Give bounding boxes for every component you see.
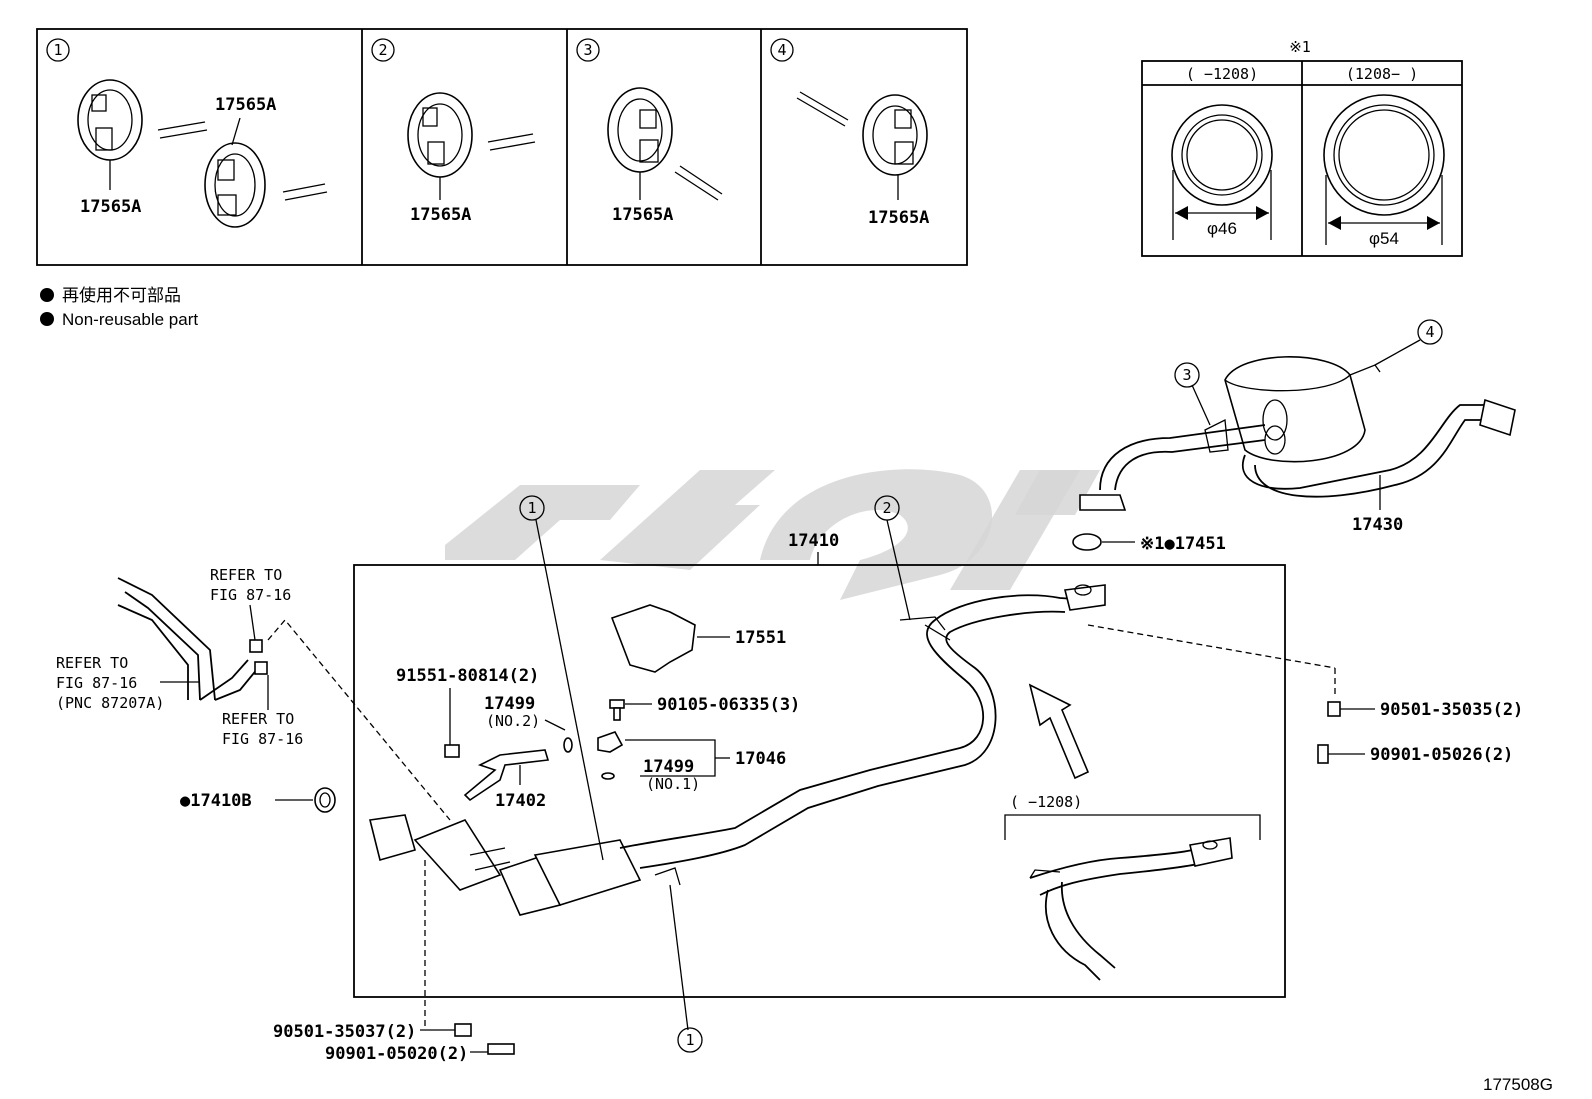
callout-1: 1 [519, 495, 545, 521]
refer-note-2-line2: FIG 87-16 [56, 674, 137, 692]
gasket-17451-icon [1072, 533, 1102, 551]
part-label-17551: 17551 [735, 628, 786, 648]
gasket-ring-large-icon [1323, 94, 1445, 216]
refer-note-2-line1: REFER TO [56, 654, 128, 672]
part-label-91551-80814: 91551-80814(2) [396, 666, 539, 686]
part-label-17499-no2: 17499 [484, 694, 535, 714]
gasket-note-mark: ※1 [1289, 38, 1311, 56]
part-label-17499-no1: 17499 [643, 757, 694, 777]
part-label-17565a: 17565A [80, 197, 141, 217]
bolt-icon [609, 699, 625, 721]
screw-icon [444, 744, 460, 758]
panel-3-number: 3 [576, 38, 600, 62]
variant-range-label: ( −1208) [1010, 793, 1082, 811]
part-label-17410: 17410 [788, 531, 839, 551]
bracket-17046-icon [597, 731, 624, 753]
part-label-17430: 17430 [1352, 515, 1403, 535]
refer-note-1-line2: FIG 87-16 [210, 586, 291, 604]
part-label-90901-05026: 90901-05026(2) [1370, 745, 1513, 765]
part-label-90501-35037: 90501-35037(2) [273, 1022, 416, 1042]
gasket-left-diameter: φ46 [1207, 219, 1237, 238]
callout-4: 4 [1417, 319, 1443, 345]
svg-text:3: 3 [1182, 366, 1191, 384]
label-no1: (NO.1) [646, 775, 700, 793]
svg-text:1: 1 [527, 499, 536, 517]
gasket-17499-no1-icon [601, 772, 615, 780]
gasket-right-header: (1208− ) [1346, 65, 1418, 83]
front-pipe-assembly-box [353, 564, 1286, 998]
legend: 再使用不可部品 Non-reusable part [40, 285, 198, 329]
hanger-rod-icon [487, 133, 536, 151]
bolt-icon [1317, 744, 1329, 764]
rubber-hanger-icon [204, 142, 266, 228]
panel-2-number: 2 [371, 38, 395, 62]
front-exhaust-pipe [369, 584, 1106, 916]
part-label-90901-05020: 90901-05020(2) [325, 1044, 468, 1064]
svg-text:3: 3 [583, 41, 592, 59]
refer-note-1-line1: REFER TO [210, 566, 282, 584]
spring-icon [454, 1023, 472, 1037]
bolt-icon [487, 1043, 515, 1055]
part-label-17402: 17402 [495, 791, 546, 811]
spring-icon [1327, 701, 1341, 717]
legend-english: Non-reusable part [62, 310, 198, 329]
part-label-17565a: 17565A [612, 205, 673, 225]
gasket-right-diameter: φ54 [1369, 229, 1399, 248]
gasket-box: ※1 ( −1208) (1208− ) φ46 φ54 [1141, 38, 1463, 257]
rubber-hanger-icon [862, 94, 928, 176]
figure-code: 177508G [1483, 1075, 1553, 1094]
exhaust-manifold-pipes [117, 577, 268, 701]
refer-note-2-line3: (PNC 87207A) [56, 694, 164, 712]
part-label-90105-06335: 90105-06335(3) [657, 695, 800, 715]
gasket-17410b-icon [314, 787, 336, 813]
sensor-bracket-17402-icon [463, 749, 550, 802]
gasket-17499-no2-icon [563, 737, 573, 753]
rubber-hanger-icon [77, 79, 143, 161]
watermark-logo [445, 469, 1100, 600]
refer-note-3-line1: REFER TO [222, 710, 294, 728]
gasket-ring-small-icon [1171, 104, 1273, 206]
svg-text:1: 1 [685, 1031, 694, 1049]
part-label-17565a: 17565A [868, 208, 929, 228]
svg-text:2: 2 [882, 499, 891, 517]
heat-insulator-17551-icon [610, 604, 696, 673]
callout-1-lower: 1 [677, 1027, 703, 1053]
svg-text:1: 1 [53, 41, 62, 59]
part-label-90501-35035: 90501-35035(2) [1380, 700, 1523, 720]
callout-3: 3 [1174, 362, 1200, 388]
tail-pipe-muffler-assembly [1079, 356, 1516, 511]
svg-text:2: 2 [378, 41, 387, 59]
part-label-17451: ※1●17451 [1140, 534, 1226, 554]
part-label-17565a: 17565A [410, 205, 471, 225]
hanger-box: 1 2 3 4 [36, 28, 968, 266]
hanger-rod-icon [282, 183, 328, 201]
hanger-rod-icon [674, 165, 723, 201]
rubber-hanger-icon [607, 87, 673, 173]
svg-text:4: 4 [1425, 323, 1434, 341]
label-no2: (NO.2) [486, 712, 540, 730]
hanger-rod-icon [157, 121, 208, 139]
part-label-17565a: 17565A [215, 95, 276, 115]
panel-4-number: 4 [770, 38, 794, 62]
part-label-17410b: ●17410B [180, 791, 252, 811]
gasket-left-header: ( −1208) [1186, 65, 1258, 83]
hanger-rod-icon [796, 91, 849, 127]
legend-japanese: 再使用不可部品 [62, 285, 181, 305]
part-label-17046: 17046 [735, 749, 786, 769]
rubber-hanger-icon [407, 92, 473, 178]
view-arrow-icon [1028, 683, 1090, 780]
panel-1-number: 1 [46, 38, 70, 62]
non-reusable-dot-icon [40, 312, 54, 326]
non-reusable-dot-icon [40, 288, 54, 302]
svg-text:4: 4 [777, 41, 786, 59]
variant-pipe-icon [1029, 837, 1233, 981]
refer-note-3-line2: FIG 87-16 [222, 730, 303, 748]
